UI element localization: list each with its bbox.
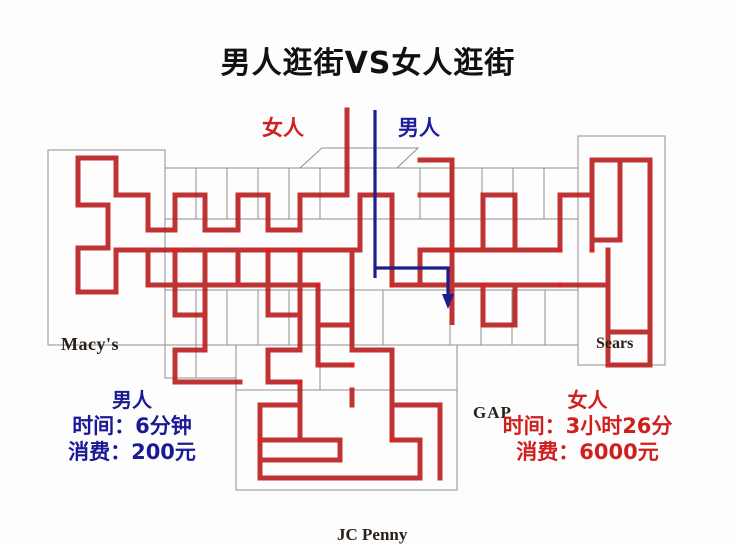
stats-men-time: 时间：6分钟 bbox=[72, 414, 192, 439]
path-women-right-comb bbox=[417, 192, 455, 253]
shop-dividers-south bbox=[195, 290, 546, 345]
legend-label-men: 男人 bbox=[398, 116, 440, 140]
path-women-comb-left bbox=[172, 247, 208, 318]
store-label-jcpenny: JC Penny bbox=[337, 525, 408, 544]
path-women-right-comb2 bbox=[417, 157, 455, 198]
path-women-right-comb3 bbox=[480, 192, 518, 253]
path-women-junctions bbox=[172, 247, 595, 443]
floorplan-walls bbox=[47, 135, 666, 491]
stats-men: 男人 时间：6分钟 消费：200元 bbox=[22, 388, 242, 466]
path-women-jcpenny bbox=[257, 402, 443, 481]
path-men-arrowhead bbox=[442, 294, 454, 309]
stats-women-time: 时间：3小时26分 bbox=[502, 414, 673, 439]
stats-women-spend: 消费：6000元 bbox=[516, 440, 659, 464]
entry-canopy-left bbox=[299, 147, 352, 169]
stats-women: 女人 时间：3小时26分 消费：6000元 bbox=[470, 388, 705, 466]
stats-men-heading: 男人 bbox=[112, 388, 152, 412]
shop-block-lower-left bbox=[164, 345, 236, 379]
path-men-route bbox=[373, 110, 450, 296]
path-women-sears-lead bbox=[557, 192, 595, 253]
page-title: 男人逛街VS女人逛街 bbox=[220, 46, 516, 81]
path-women-sears bbox=[557, 157, 653, 335]
stats-men-spend: 消费：200元 bbox=[68, 440, 196, 464]
mall-floorplan: Macy's Sears JC Penny GAP bbox=[0, 100, 736, 544]
store-label-gap: GAP bbox=[473, 403, 512, 422]
path-women-descend2 bbox=[315, 322, 355, 368]
store-label-sears: Sears bbox=[596, 335, 634, 352]
path-women-descend3 bbox=[265, 312, 303, 408]
path-men bbox=[373, 110, 450, 296]
path-women-comb-left2 bbox=[265, 247, 303, 318]
path-women-right-comb4 bbox=[480, 282, 518, 328]
entry-canopy-right bbox=[390, 147, 420, 169]
path-women-comb-center bbox=[315, 247, 355, 328]
path-women-descend bbox=[349, 322, 395, 393]
path-women-sears2 bbox=[589, 157, 623, 253]
path-women-sears3 bbox=[605, 329, 653, 368]
store-box-jcpenny bbox=[235, 389, 458, 491]
path-women-jcpenny2 bbox=[257, 402, 343, 463]
path-women-macys bbox=[75, 155, 350, 295]
store-label-macys: Macy's bbox=[61, 334, 119, 354]
floorplan-svg bbox=[47, 107, 666, 491]
path-women-lower-left bbox=[172, 312, 243, 385]
legend-label-women: 女人 bbox=[262, 116, 304, 140]
stats-women-heading: 女人 bbox=[567, 388, 608, 412]
